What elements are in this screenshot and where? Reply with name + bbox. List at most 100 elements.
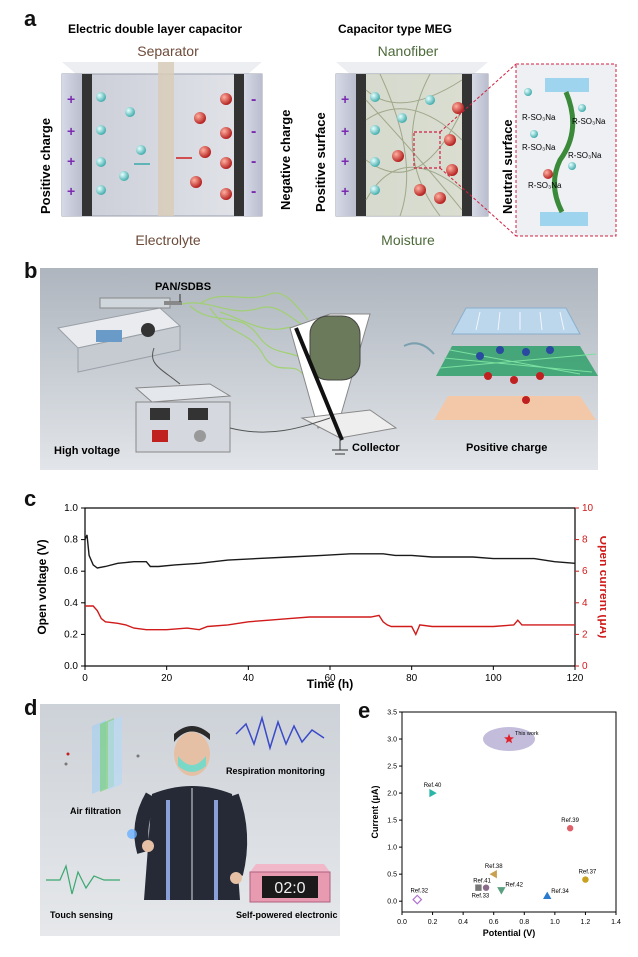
chart-e-ylabel: Current (μA) xyxy=(370,785,380,838)
svg-text:+: + xyxy=(67,91,75,107)
positive-charge-label: Positive charge xyxy=(38,118,53,214)
scatter-label: This work xyxy=(515,731,539,737)
person-illustration xyxy=(127,726,248,900)
svg-text:-: - xyxy=(251,91,256,108)
scatter-label: Ref.33 xyxy=(472,894,490,900)
chart-c-ytick-right-label: 2 xyxy=(582,629,588,640)
high-voltage-label: High voltage xyxy=(54,445,120,457)
svg-text:-: - xyxy=(251,123,256,140)
self-powered-label: Self-powered electronic xyxy=(236,910,338,920)
chart-e-ytick-label: 0.5 xyxy=(387,872,397,879)
edlc-ions xyxy=(96,92,232,200)
edlc-box xyxy=(61,62,263,217)
pan-sdbs-label: PAN/SDBS xyxy=(155,281,211,293)
high-voltage-supply xyxy=(134,383,232,453)
voltage-series-line xyxy=(84,534,576,569)
air-filtration-label: Air filtration xyxy=(70,806,121,816)
svg-text:+: + xyxy=(341,91,349,107)
svg-text:-: - xyxy=(251,153,256,170)
chart-c-ytick-left-label: 0.0 xyxy=(64,661,78,672)
chart-e-xtick-label: 0.4 xyxy=(458,919,468,926)
clock-readout: 02:0 xyxy=(274,880,305,897)
chart-e-ytick-label: 2.0 xyxy=(387,791,397,798)
neutral-surface-inset: R-SO₃Na R-SO₃Na R-SO₃Na R-SO₃Na R-SO₃Na xyxy=(515,63,617,237)
chart-c-xlabel: Time (h) xyxy=(307,677,353,691)
chart-e-ytick-label: 0.0 xyxy=(387,899,397,906)
edlc-plus-signs: + + + + xyxy=(67,91,75,199)
chart-e-ytick-label: 3.0 xyxy=(387,737,397,744)
svg-text:+: + xyxy=(67,183,75,199)
panel-d-figure: Air filtration Respiration monitoring To… xyxy=(40,704,340,936)
scatter-label: Ref.41 xyxy=(473,879,491,885)
chart-e-xtick-label: 0.2 xyxy=(428,919,438,926)
chart-e-xtick-label: 1.0 xyxy=(550,919,560,926)
scatter-point-this-work xyxy=(504,733,514,744)
chart-e-xtick-label: 1.4 xyxy=(611,919,621,926)
neutral-surface-label: Neutral surface xyxy=(500,119,515,214)
chart-c-xtick-label: 80 xyxy=(406,673,418,684)
panel-letter-b: b xyxy=(24,258,38,283)
rso-label-2: R-SO₃Na xyxy=(572,117,606,126)
electrolyte-label: Electrolyte xyxy=(135,232,201,248)
chart-e-frame xyxy=(401,711,617,913)
rso-label-4: R-SO₃Na xyxy=(568,151,602,160)
scatter-point-ref-42 xyxy=(497,887,506,895)
rso-label-5: R-SO₃Na xyxy=(528,181,562,190)
edlc-minus-signs: - - - - xyxy=(251,91,256,200)
chart-c-frame xyxy=(84,507,576,667)
chart-c-ytick-left-label: 0.4 xyxy=(64,598,78,609)
scatter-label: Ref.42 xyxy=(505,882,523,888)
touch-wave xyxy=(46,864,120,895)
rso-label-3: R-SO₃Na xyxy=(522,143,556,152)
svg-text:+: + xyxy=(341,153,349,169)
svg-text:-: - xyxy=(251,183,256,200)
scatter-point-ref-40 xyxy=(429,788,437,798)
panel-a-figure: Electric double layer capacitor Separato… xyxy=(38,22,617,248)
negative-charge-label: Negative charge xyxy=(278,110,293,210)
chart-c-xtick-label: 100 xyxy=(485,673,502,684)
meg-device-layers xyxy=(434,307,598,420)
meg-plus-signs: + + + + xyxy=(341,91,349,199)
scatter-label: Ref.40 xyxy=(424,783,442,789)
panel-letter-c: c xyxy=(24,486,37,511)
meg-box xyxy=(335,62,489,217)
current-series-line xyxy=(85,605,575,637)
chart-c-ytick-right-label: 4 xyxy=(582,598,588,609)
panel-letter-e: e xyxy=(358,698,371,723)
scatter-label: Ref.37 xyxy=(579,870,597,876)
chart-c-xtick-label: 20 xyxy=(161,673,173,684)
moisture-label: Moisture xyxy=(381,232,435,248)
scatter-label: Ref.39 xyxy=(561,818,579,824)
chart-c-ytick-right-label: 8 xyxy=(582,535,588,546)
rso-label-1: R-SO₃Na xyxy=(522,113,556,122)
meg-title: Capacitor type MEG xyxy=(338,22,452,36)
chart-e-ytick-label: 3.5 xyxy=(387,710,397,717)
respiration-label: Respiration monitoring xyxy=(226,766,325,776)
chart-c-ylabel-left: Open voltage (V) xyxy=(35,539,49,634)
scatter-label: Ref.34 xyxy=(551,889,569,895)
positive-charge-b-label: Positive charge xyxy=(466,442,547,454)
meg-ions xyxy=(370,92,464,204)
chart-c-ytick-left-label: 0.6 xyxy=(64,566,78,577)
scatter-point-ref-34 xyxy=(543,891,552,899)
scatter-point-ref-32 xyxy=(412,894,423,905)
chart-e-xtick-label: 0.6 xyxy=(489,919,499,926)
scatter-point-ref-41 xyxy=(482,884,490,891)
chart-c-xtick-label: 120 xyxy=(567,673,584,684)
chart-c-ytick-right-label: 10 xyxy=(582,503,594,514)
chart-c-ylabel-right: Open current (μA) xyxy=(597,536,606,639)
scatter-point-ref-38 xyxy=(489,869,497,879)
chart-e-xtick-label: 0.8 xyxy=(519,919,529,926)
respiration-wave xyxy=(235,715,325,751)
chart-c-xtick-label: 0 xyxy=(82,673,88,684)
panel-b-figure: PAN/SDBS Collector High voltage xyxy=(40,268,598,470)
panel-letter-a: a xyxy=(24,6,37,31)
scatter-point-ref-33 xyxy=(475,884,482,891)
collector-label: Collector xyxy=(352,442,400,454)
separator-label: Separator xyxy=(137,43,199,59)
svg-text:+: + xyxy=(341,123,349,139)
self-powered-clock: 02:0 xyxy=(249,864,331,903)
svg-text:+: + xyxy=(67,153,75,169)
